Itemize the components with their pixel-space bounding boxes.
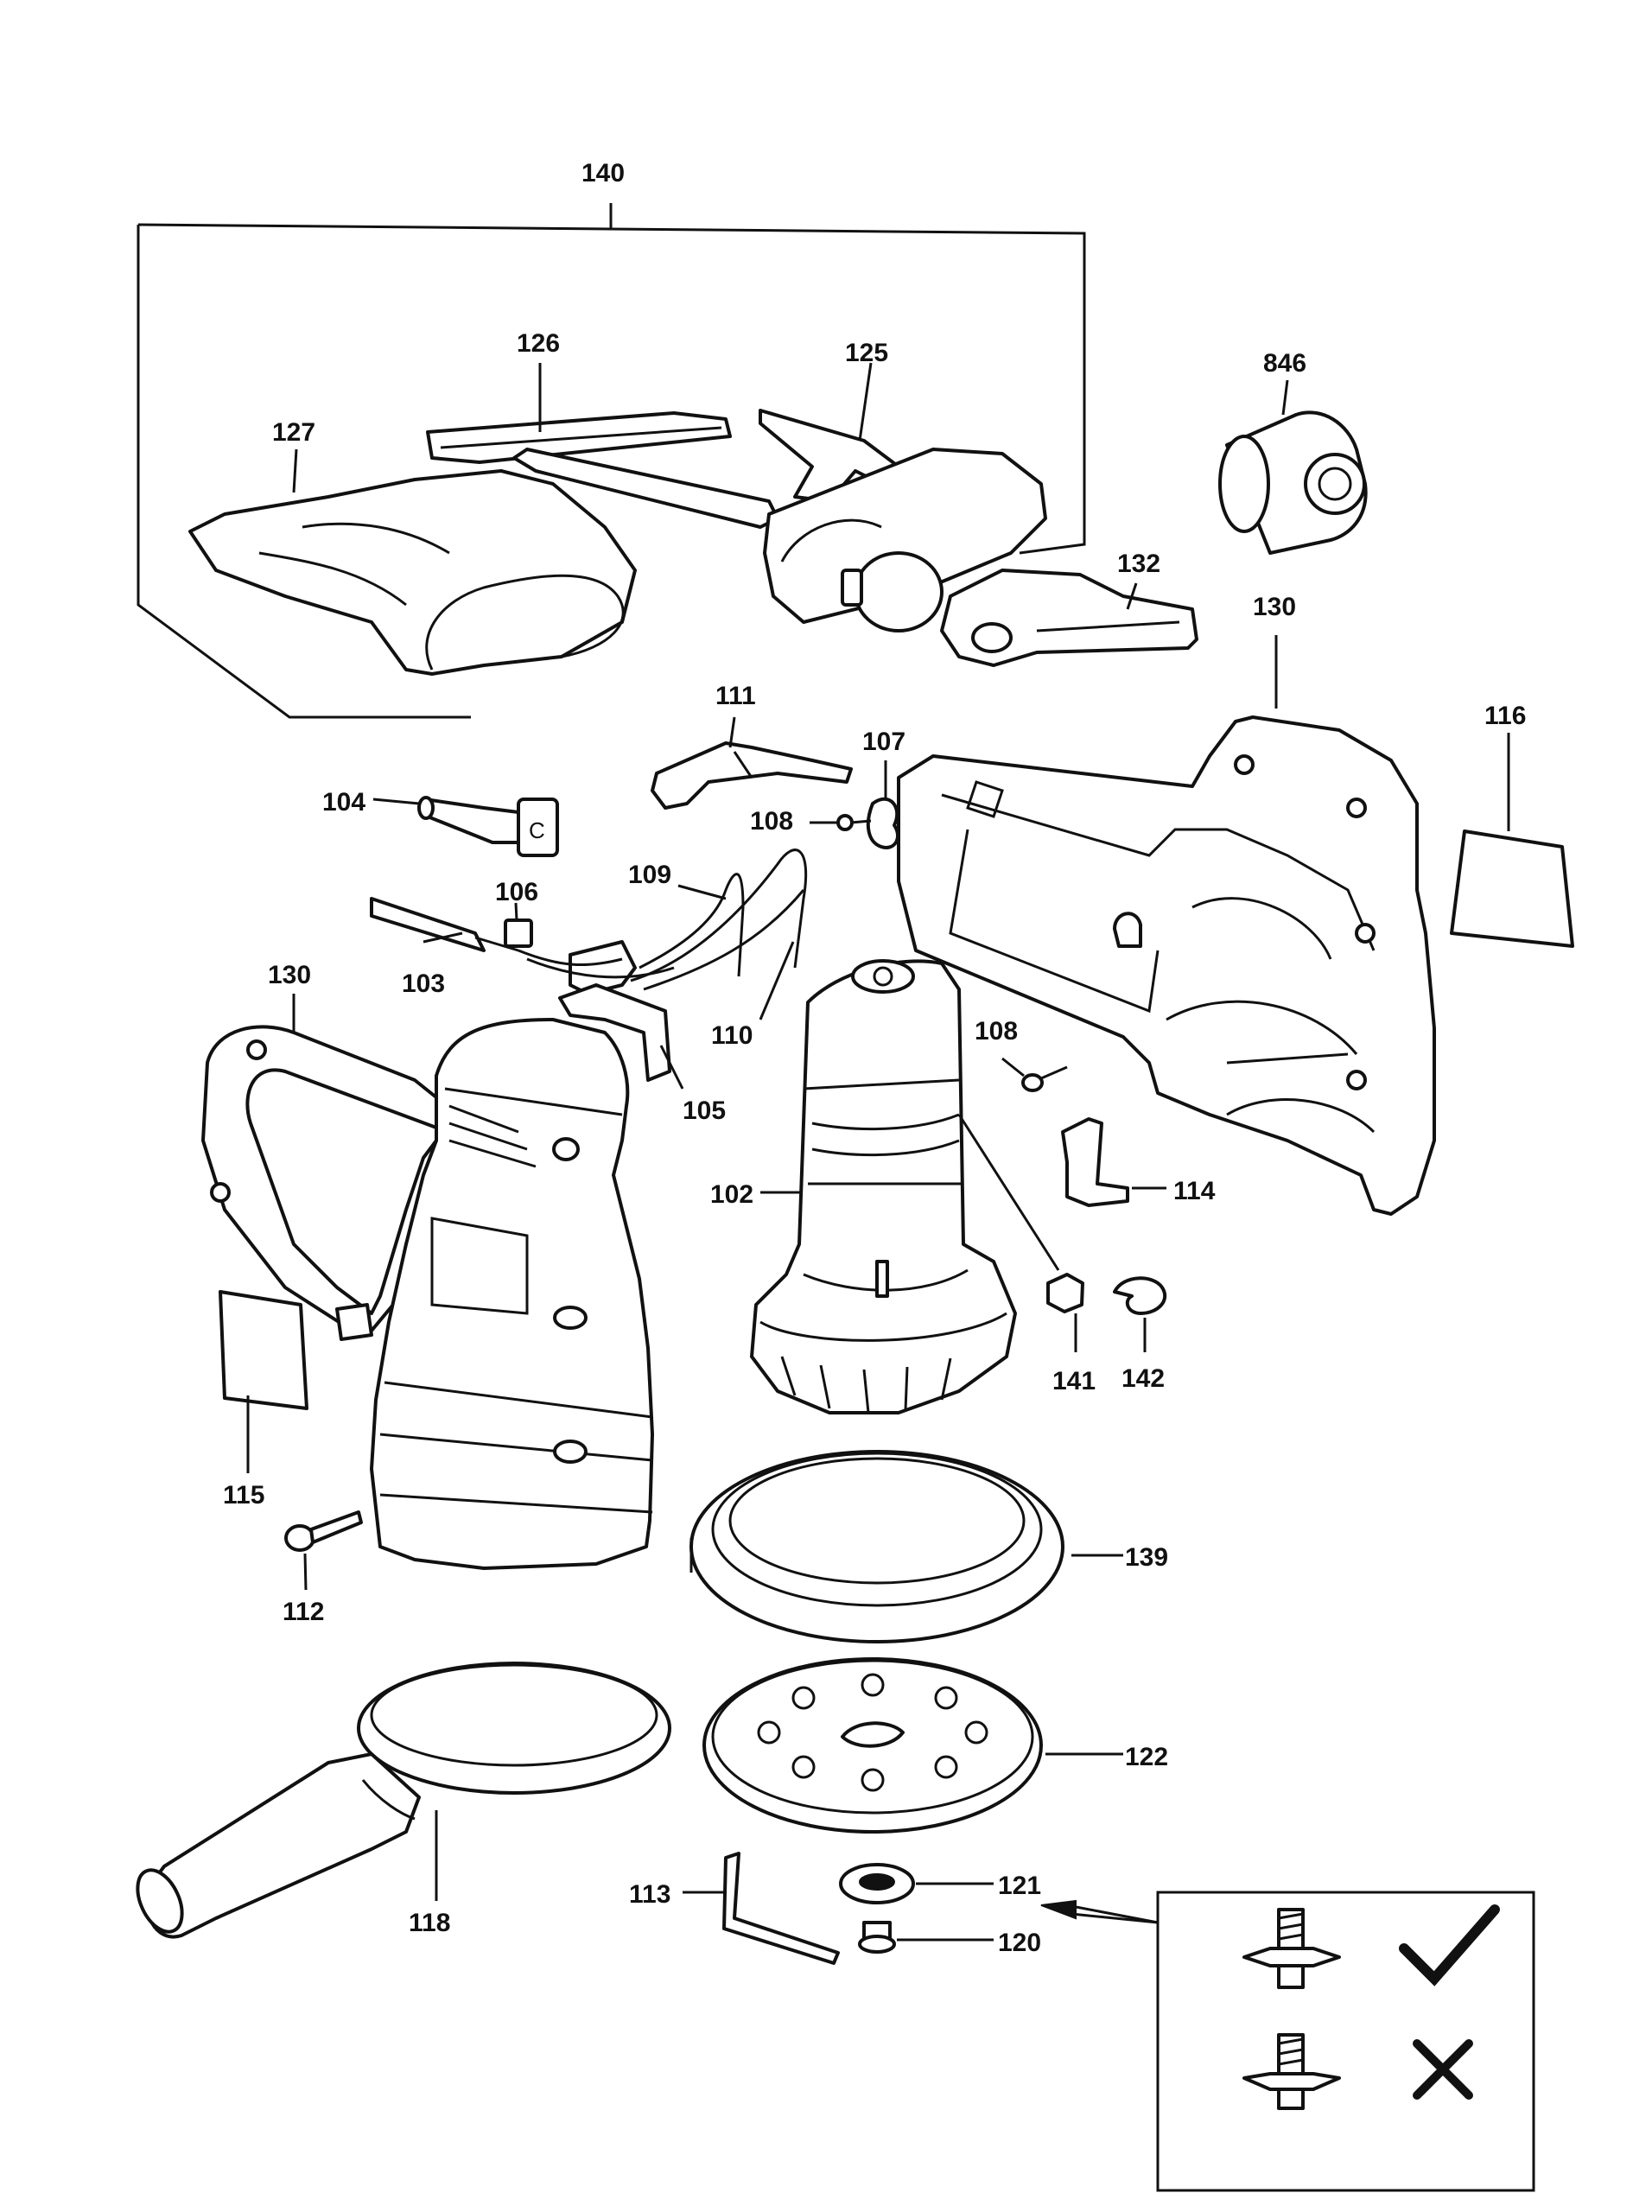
wires-109 xyxy=(630,849,808,991)
label-105: 105 xyxy=(683,1096,726,1125)
dust-bag-127 xyxy=(188,469,637,676)
label-110: 110 xyxy=(711,1021,753,1050)
screw-108-a xyxy=(836,814,872,831)
bracket-114 xyxy=(1061,1117,1129,1207)
adapter-846 xyxy=(1218,410,1368,555)
side-handle-118 xyxy=(136,1662,671,1939)
label-122: 122 xyxy=(1125,1743,1168,1771)
label-115 xyxy=(219,1290,308,1410)
cross-icon xyxy=(1413,2039,1473,2100)
screw-112 xyxy=(284,1510,363,1552)
label-846: 846 xyxy=(1263,349,1306,378)
label-130-left: 130 xyxy=(268,961,311,989)
label-127: 127 xyxy=(272,418,315,447)
label-116 xyxy=(1450,830,1574,948)
label-112: 112 xyxy=(283,1598,324,1626)
switch-actuator-111 xyxy=(651,741,853,810)
inset-box xyxy=(1040,1891,1535,2192)
label-108-b: 108 xyxy=(975,1017,1018,1046)
label-106: 106 xyxy=(495,878,538,906)
label-142: 142 xyxy=(1121,1364,1165,1393)
label-109: 109 xyxy=(628,861,671,889)
label-114: 114 xyxy=(1173,1177,1216,1205)
cord-clamp-107 xyxy=(866,797,899,849)
hex-key-113 xyxy=(722,1852,840,1965)
label-125: 125 xyxy=(845,339,888,367)
cord-103 xyxy=(370,897,519,952)
label-118: 118 xyxy=(409,1909,450,1937)
housing-130-right xyxy=(897,715,1436,1216)
label-108-a: 108 xyxy=(750,807,793,836)
label-104: 104 xyxy=(322,788,365,817)
label-116: 116 xyxy=(1484,702,1526,730)
label-139: 139 xyxy=(1125,1543,1168,1572)
label-140: 140 xyxy=(581,159,625,188)
housing-130-left xyxy=(201,1018,654,1570)
label-102: 102 xyxy=(710,1180,753,1209)
motor-102 xyxy=(750,959,1017,1414)
part-labels: 140 126 125 846 127 132 130 111 107 116 … xyxy=(223,159,1526,1957)
label-121: 121 xyxy=(998,1872,1041,1900)
screw-correct xyxy=(1242,1908,1341,1989)
label-130-top: 130 xyxy=(1253,593,1296,621)
cord-protector-104: C xyxy=(417,796,559,857)
label-126: 126 xyxy=(517,329,560,358)
shroud-ring-139 xyxy=(689,1450,1064,1643)
connector-106 xyxy=(504,918,533,948)
label-115: 115 xyxy=(223,1481,264,1510)
label-132: 132 xyxy=(1117,550,1160,578)
label-107: 107 xyxy=(862,728,905,756)
channel-126 xyxy=(426,411,732,464)
kit-bracket-140 xyxy=(137,203,1086,719)
brush-141 xyxy=(1046,1273,1084,1313)
adapter-125 xyxy=(512,409,1047,632)
screw-108-b xyxy=(1021,1065,1068,1092)
leader-lines xyxy=(246,362,1510,1942)
backing-pad-122 xyxy=(702,1657,1043,1834)
screw-wrong xyxy=(1242,2033,1341,2110)
label-113: 113 xyxy=(629,1880,670,1909)
washer-121 xyxy=(839,1863,915,1904)
label-120: 120 xyxy=(998,1929,1041,1957)
switch-105 xyxy=(518,940,675,1082)
checkmark-icon xyxy=(1399,1904,1500,1986)
label-103: 103 xyxy=(402,969,445,998)
label-111: 111 xyxy=(715,682,756,710)
spring-142 xyxy=(1113,1276,1167,1315)
screw-120 xyxy=(858,1921,896,1954)
label-141: 141 xyxy=(1052,1367,1096,1395)
svg-text:C: C xyxy=(529,817,545,843)
elbow-132 xyxy=(940,569,1198,667)
